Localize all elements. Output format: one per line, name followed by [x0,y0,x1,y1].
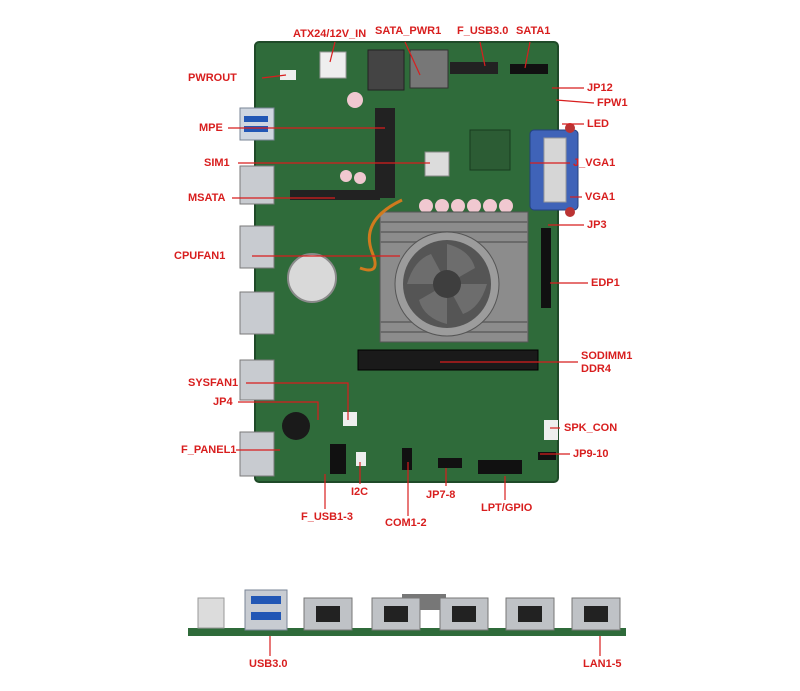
label-atx24-12v-in: ATX24/12V_IN [293,28,367,40]
buzzer [282,412,310,440]
cmos-battery [287,253,337,303]
label-jp3: JP3 [587,219,607,231]
label-jp12: JP12 [587,82,613,94]
slots-upper [290,108,511,200]
label-i2c: I2C [351,486,369,498]
label-sata-pwr1: SATA_PWR1 [375,25,442,37]
label-sodimm1: SODIMM1 [581,350,633,362]
vga-connector-shape [529,123,579,217]
label-f-usb1-3: F_USB1-3 [301,511,353,523]
left-io-ports [239,107,275,477]
label-fpw1: FPW1 [597,97,628,109]
label-jp7-8: JP7-8 [426,489,456,501]
label-sysfan1: SYSFAN1 [188,377,239,389]
label-jp9-10: JP9-10 [573,448,609,460]
label-msata: MSATA [188,192,226,204]
label-lan1-5: LAN1-5 [583,658,622,670]
label-edp1: EDP1 [591,277,620,289]
leader-lines [228,41,601,656]
label-lpt-gpio: LPT/GPIO [481,502,533,514]
lower-headers [330,412,558,474]
label-pwrout: PWROUT [188,72,237,84]
edp-header-shape [541,228,551,308]
label-jp4: JP4 [213,396,233,408]
capacitors [340,92,513,213]
board-top-view [239,41,579,483]
label-usb3-0: USB3.0 [249,658,288,670]
label-f-panel1: F_PANEL1 [181,444,237,456]
label-vga1: VGA1 [585,191,615,203]
side-pcb [188,628,626,636]
label-j-vga1: J_VGA1 [573,157,616,169]
label-com1-2: COM1-2 [385,517,427,529]
label-sim1: SIM1 [204,157,230,169]
label-ddr4: DDR4 [581,363,611,375]
label-cpufan1: CPUFAN1 [174,250,226,262]
board-side-view [188,589,626,636]
fan-cable [359,198,403,272]
label-f-usb3-0: F_USB3.0 [457,25,509,37]
sodimm-slot [357,349,539,371]
label-led: LED [587,118,609,130]
label-sata1: SATA1 [516,25,551,37]
heatsink-fan [379,211,529,343]
label-spk-con: SPK_CON [564,422,618,434]
label-mpe: MPE [199,122,223,134]
top-connectors [280,49,548,91]
